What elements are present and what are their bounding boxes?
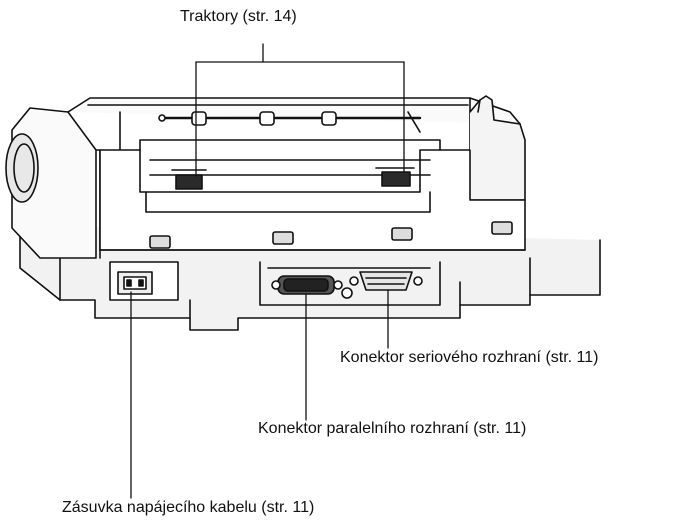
printer-left-housing	[6, 108, 100, 258]
label-serial-connector: Konektor seriového rozhraní (str. 11)	[340, 349, 599, 367]
tractor-right	[376, 168, 414, 186]
label-tractors: Traktory (str. 14)	[180, 8, 297, 26]
rear-panel	[100, 140, 525, 250]
label-parallel-connector: Konektor paralelního rozhraní (str. 11)	[258, 420, 526, 438]
parallel-connector	[272, 276, 342, 294]
label-power-socket: Zásuvka napájecího kabelu (str. 11)	[62, 499, 314, 517]
power-socket	[118, 272, 152, 294]
tractor-left	[172, 170, 206, 189]
